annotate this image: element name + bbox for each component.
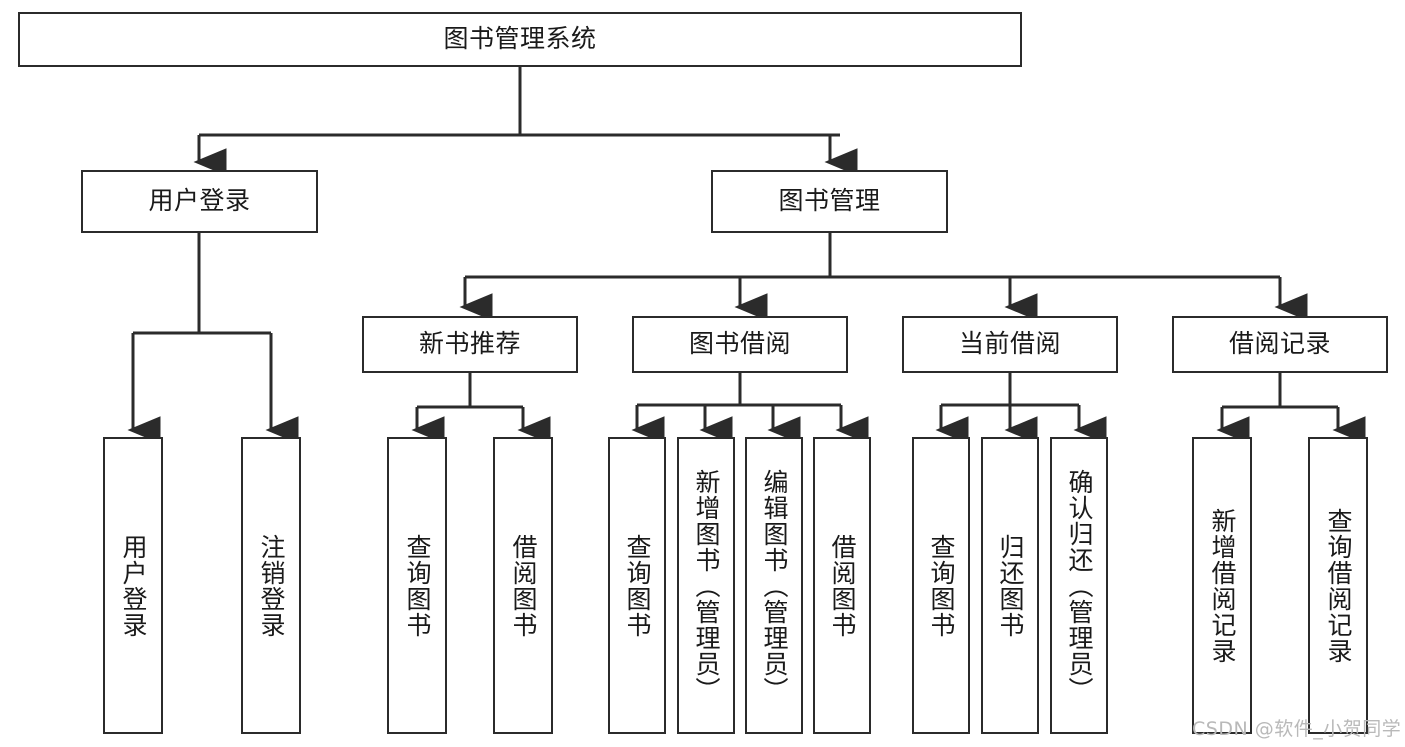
leaf-query-book-borrow[interactable]: 查询图书 [608,437,666,734]
leaf-return-book[interactable]: 归还图书 [981,437,1039,734]
node-label: 借阅图书 [828,533,857,638]
node-label: 查询图书 [403,533,432,638]
node-label: 借阅图书 [509,533,538,638]
leaf-add-book-admin[interactable]: 新增图书（管理员） [677,437,735,734]
node-new-book-recommendation[interactable]: 新书推荐 [362,316,578,373]
leaf-user-login[interactable]: 用户登录 [103,437,163,734]
node-current-borrow[interactable]: 当前借阅 [902,316,1118,373]
node-label: 图书管理 [778,186,881,216]
node-label: 图书管理系统 [443,24,597,54]
node-label: 注销登录 [257,533,286,638]
leaf-logout[interactable]: 注销登录 [241,437,301,734]
node-label: 归还图书 [996,533,1025,638]
node-label: 新增借阅记录 [1208,507,1237,664]
node-label: 编辑图书（管理员） [760,468,789,703]
node-label: 查询图书 [927,533,956,638]
node-label: 新书推荐 [418,329,521,359]
leaf-query-book-recommend[interactable]: 查询图书 [387,437,447,734]
leaf-add-borrow-record[interactable]: 新增借阅记录 [1192,437,1252,734]
node-user-login[interactable]: 用户登录 [81,170,318,233]
leaf-edit-book-admin[interactable]: 编辑图书（管理员） [745,437,803,734]
leaf-borrow-book[interactable]: 借阅图书 [813,437,871,734]
node-label: 用户登录 [148,186,251,216]
node-book-borrow[interactable]: 图书借阅 [632,316,848,373]
node-borrow-records[interactable]: 借阅记录 [1172,316,1388,373]
watermark: CSDN @软件_小贺同学 [1192,718,1402,740]
node-label: 用户登录 [119,533,148,638]
node-label: 图书借阅 [688,329,791,359]
node-label: 当前借阅 [958,329,1061,359]
node-label: 新增图书（管理员） [692,468,721,703]
leaf-borrow-book-recommend[interactable]: 借阅图书 [493,437,553,734]
node-label: 查询借阅记录 [1324,507,1353,664]
node-root[interactable]: 图书管理系统 [18,12,1022,67]
leaf-query-borrow-record[interactable]: 查询借阅记录 [1308,437,1368,734]
node-label: 确认归还（管理员） [1065,468,1094,703]
node-label: 查询图书 [623,533,652,638]
node-book-management[interactable]: 图书管理 [711,170,948,233]
node-label: 借阅记录 [1228,329,1331,359]
leaf-confirm-return-admin[interactable]: 确认归还（管理员） [1050,437,1108,734]
leaf-query-book-current[interactable]: 查询图书 [912,437,970,734]
